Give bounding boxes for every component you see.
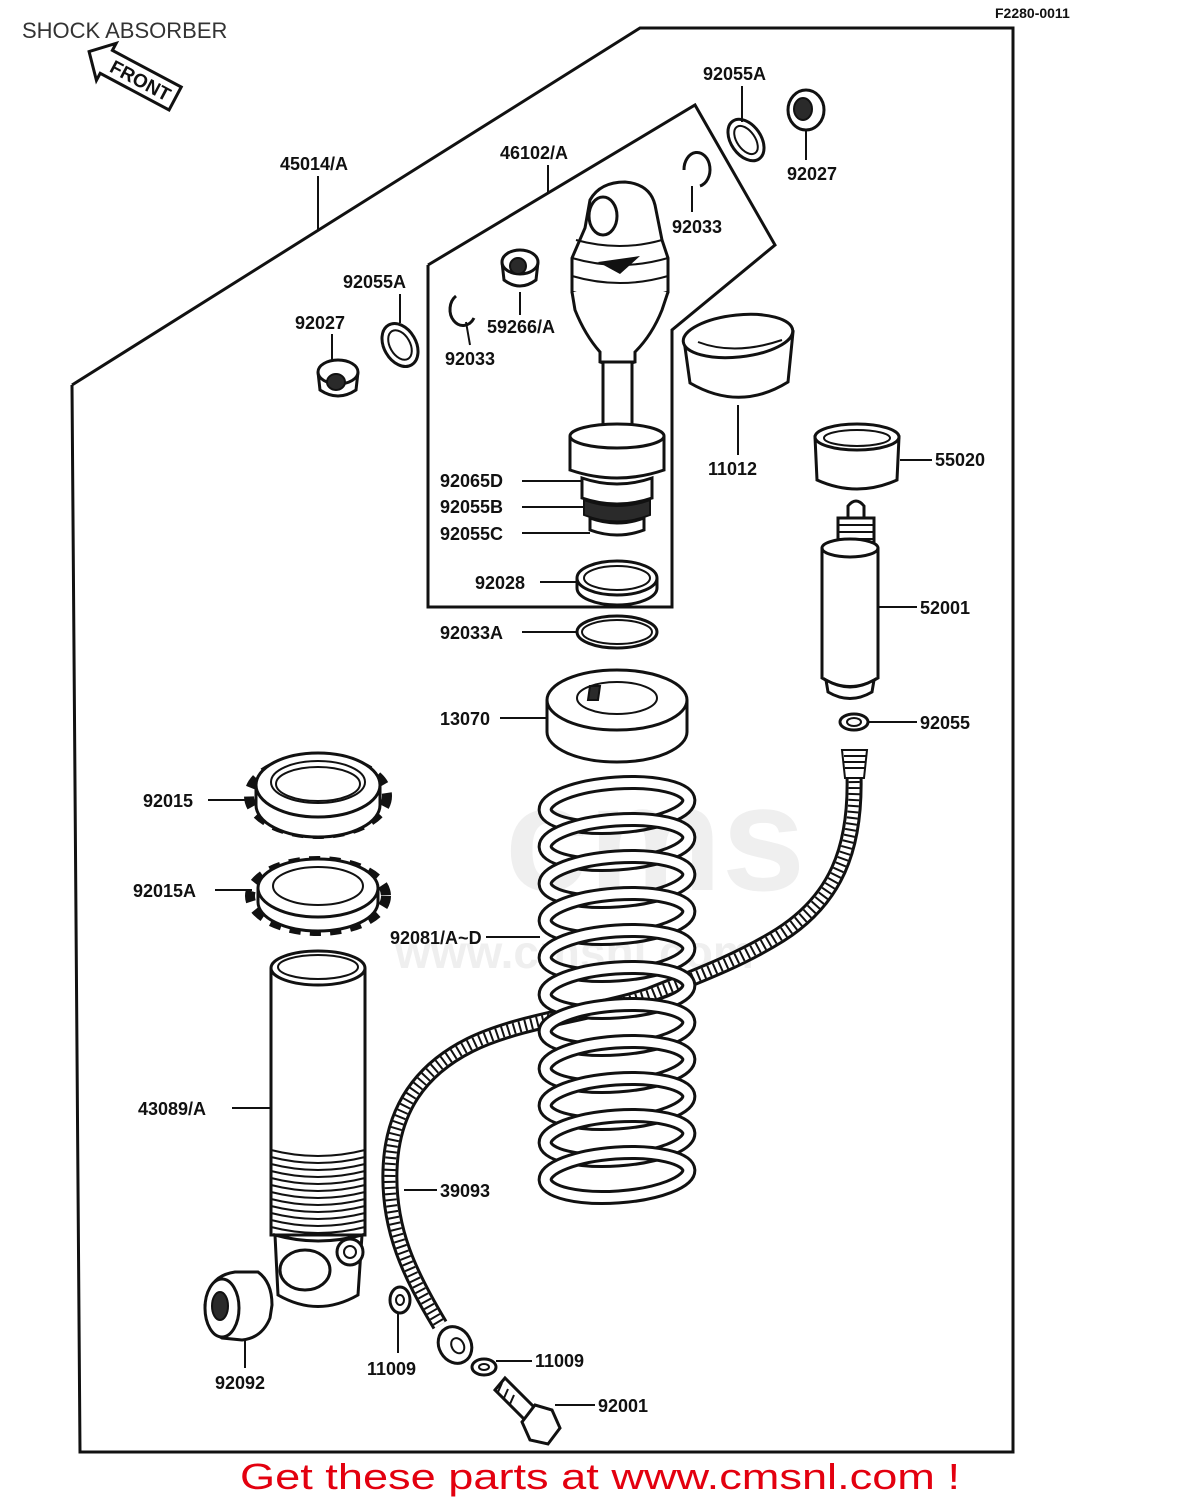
bushing-59266-A (500, 248, 540, 288)
circlip-92033A (575, 614, 659, 650)
washer-11009-right (470, 1357, 498, 1377)
callout-label: 92001 (598, 1396, 648, 1416)
callout-label: 52001 (920, 598, 970, 618)
callout-label: 92027 (787, 164, 837, 184)
callout-label: 45014/A (280, 154, 348, 174)
bushing-92092 (203, 1270, 274, 1342)
seal-92055C (588, 515, 646, 537)
circlip-92033-top (682, 150, 712, 188)
leader-line (465, 321, 471, 346)
callout-label: 92033 (445, 349, 495, 369)
callout-label: 92055 (920, 713, 970, 733)
callout-label: 11009 (535, 1351, 584, 1371)
washer-11009-left (388, 1285, 412, 1315)
callout-label: 92028 (475, 573, 525, 593)
hose-39093 (390, 749, 869, 1365)
ring-92028 (575, 559, 659, 607)
callout-label: 92033 (672, 217, 722, 237)
callout-label: 92033A (440, 623, 503, 643)
callout-labels: 45014/A 46102/A 92055A 92027 92033 92055… (133, 64, 985, 1416)
shock-unit-46102 (568, 180, 670, 537)
o-ring-92055A-top (726, 117, 766, 163)
assembly-45014-boundary (70, 26, 1015, 1454)
callout-label: 92055A (703, 64, 766, 84)
spring-coil (537, 1144, 697, 1206)
callout-label: 13070 (440, 709, 490, 729)
callout-label: 55020 (935, 450, 985, 470)
callout-label: 59266/A (487, 317, 555, 337)
callout-label: 39093 (440, 1181, 490, 1201)
cap-11012 (681, 312, 795, 399)
callout-label: 92015A (133, 881, 196, 901)
bushing-92027-left (316, 358, 360, 398)
spring-seat-13070 (545, 668, 689, 764)
reservoir-52001 (820, 499, 880, 700)
callout-label: 11012 (708, 459, 757, 479)
footer-link-text: Get these parts at www.cmsnl.com ! (240, 1456, 960, 1497)
lock-nut-92015A (245, 856, 391, 936)
washer-92055 (838, 712, 870, 732)
circlip-92033-left (448, 294, 476, 327)
callout-label: 92081/A~D (390, 928, 482, 948)
callout-label: 43089/A (138, 1099, 206, 1119)
assembly-46102-boundary (426, 102, 777, 609)
callout-label: 92065D (440, 471, 503, 491)
callout-label: 92055C (440, 524, 503, 544)
callout-label: 92027 (295, 313, 345, 333)
page-title: SHOCK ABSORBER (22, 18, 227, 43)
callout-label: 92015 (143, 791, 193, 811)
callout-label: 46102/A (500, 143, 568, 163)
spring-92081 (537, 774, 697, 1206)
bushing-92027-top (786, 88, 826, 132)
callout-label: 92092 (215, 1373, 265, 1393)
shock-body-43089 (269, 949, 367, 1308)
callout-label: 92055A (343, 272, 406, 292)
callout-label: 92055B (440, 497, 503, 517)
seal-92065D (580, 475, 654, 506)
leader-lines (208, 86, 932, 1406)
callout-label: 11009 (367, 1359, 416, 1379)
o-ring-92055A-left (380, 322, 420, 368)
bolt-92001 (492, 1375, 562, 1446)
diagram-code: F2280-0011 (995, 5, 1070, 21)
front-arrow-icon: FRONT (87, 40, 184, 112)
lock-nut-92015 (244, 751, 392, 839)
cup-55020 (813, 422, 901, 491)
